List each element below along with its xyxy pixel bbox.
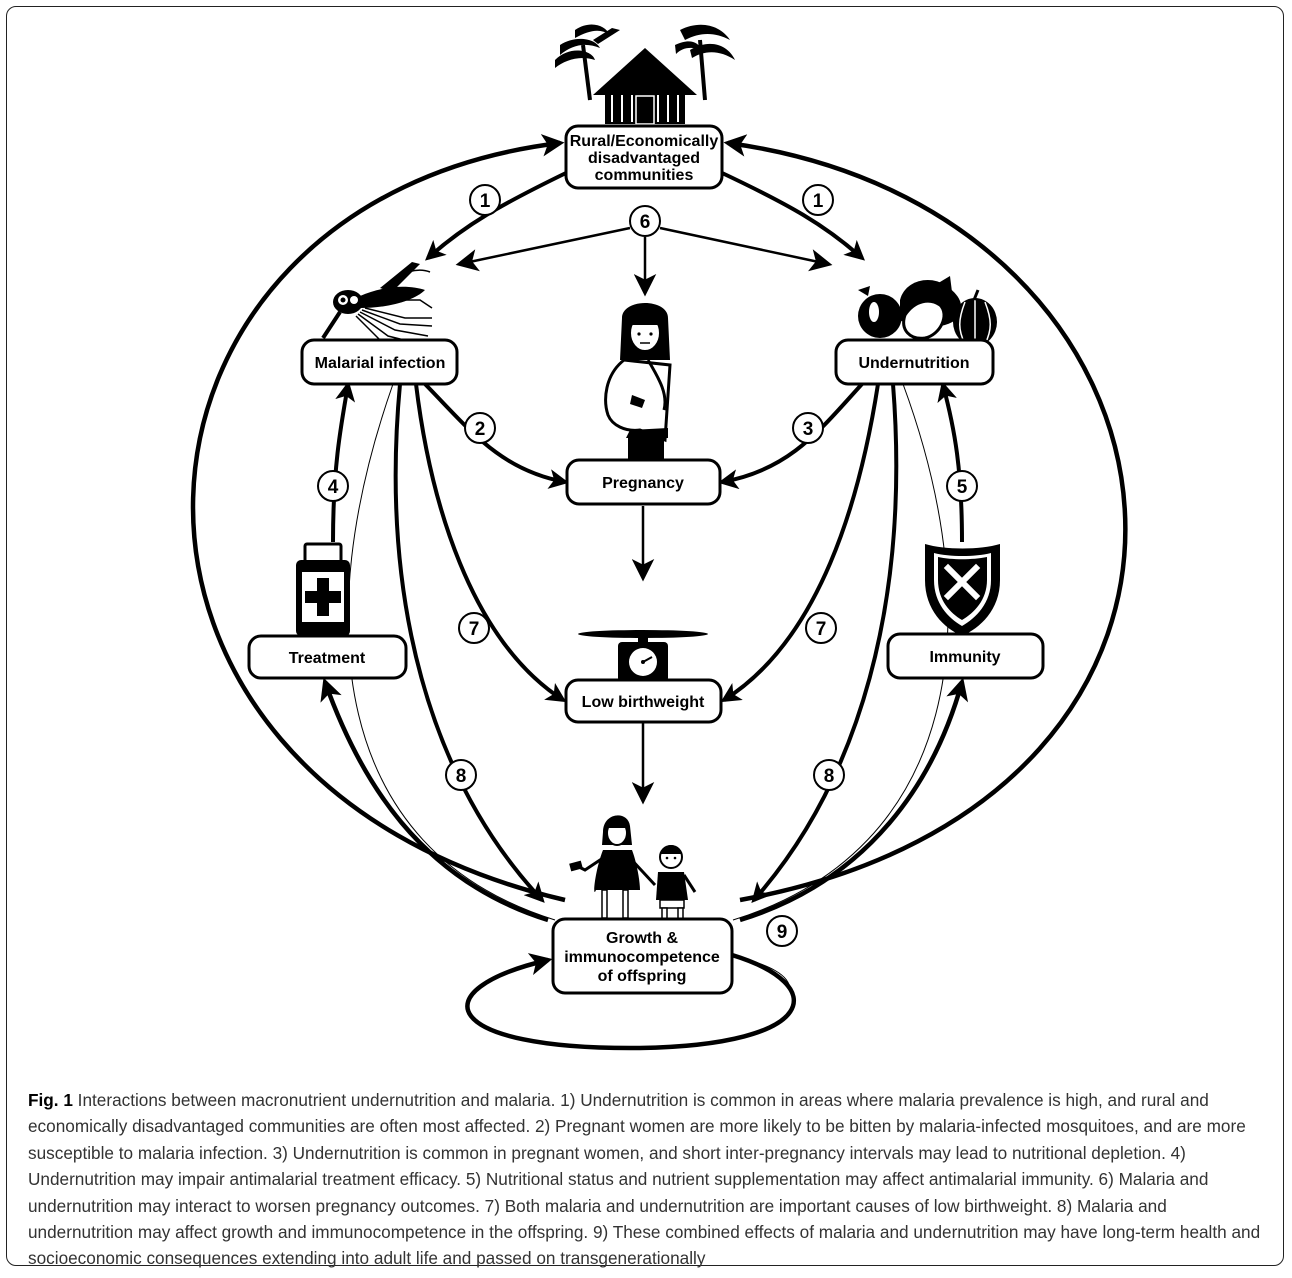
community-label-line-1: Rural/Economically: [570, 133, 719, 150]
marker-1-right: 1: [802, 184, 834, 216]
svg-text:4: 4: [328, 477, 339, 498]
offspring-label-line-2: immunocompetence: [564, 949, 720, 966]
arc-community-offspring-left: [190, 134, 566, 903]
shield-icon: [925, 544, 1000, 636]
arrow-malaria-offspring: [393, 383, 545, 903]
node-undernutrition: Undernutrition: [834, 338, 995, 386]
caption-label: Fig. 1: [28, 1090, 73, 1110]
community-label-line-3: communities: [595, 167, 694, 184]
arrow-malaria-birthweight: [414, 383, 567, 703]
birthweight-label: Low birthweight: [582, 694, 705, 711]
marker-8-right: 8: [813, 759, 845, 791]
self-loop-thin: [731, 954, 791, 991]
node-community: Rural/Economically disadvantaged communi…: [564, 124, 724, 190]
offspring-label-line-3: of offspring: [598, 968, 687, 985]
arrow-immunity-undernutrition: [937, 381, 964, 543]
arrow-community-undernutrition: [719, 170, 865, 261]
arrow-undernutrition-pregnancy: [718, 382, 864, 490]
svg-text:9: 9: [777, 922, 788, 943]
marker-7-left: 7: [458, 612, 490, 644]
arc-community-offspring-right: [723, 134, 1128, 903]
arrow-6-undernutrition: [659, 226, 833, 272]
arrow-offspring-treatment: [320, 677, 549, 923]
marker-2: 2: [464, 412, 496, 444]
marker-5: 5: [946, 470, 978, 502]
mother-child-icon: [569, 815, 697, 923]
svg-text:7: 7: [816, 619, 827, 640]
marker-9: 9: [766, 915, 798, 947]
undernutrition-label: Undernutrition: [858, 355, 969, 372]
malaria-undernutrition-diagram: Rural/Economically disadvantaged communi…: [190, 24, 1128, 1051]
node-immunity: Immunity: [886, 632, 1045, 680]
treatment-label: Treatment: [289, 650, 366, 667]
marker-7-right: 7: [805, 612, 837, 644]
svg-text:8: 8: [824, 766, 835, 787]
marker-3: 3: [792, 412, 824, 444]
svg-text:1: 1: [480, 191, 491, 212]
marker-1-left: 1: [469, 184, 501, 216]
svg-text:3: 3: [803, 419, 814, 440]
arrow-undernutrition-birthweight: [720, 383, 880, 703]
svg-text:1: 1: [813, 191, 824, 212]
node-treatment: Treatment: [247, 634, 408, 680]
arrow-malaria-pregnancy: [423, 382, 569, 489]
node-pregnancy: Pregnancy: [565, 458, 722, 506]
svg-text:2: 2: [475, 419, 486, 440]
hut-icon: [555, 24, 735, 125]
marker-4: 4: [317, 470, 349, 502]
arrow-undernutrition-offspring: [751, 383, 899, 903]
node-offspring: Growth & immunocompetence of offspring: [551, 917, 734, 995]
node-malaria: Malarial infection: [300, 338, 459, 386]
svg-text:6: 6: [640, 212, 651, 233]
marker-6: 6: [629, 205, 661, 237]
scale-icon: [578, 630, 708, 682]
svg-text:8: 8: [456, 766, 467, 787]
svg-text:7: 7: [469, 619, 480, 640]
pregnancy-label: Pregnancy: [602, 475, 684, 492]
svg-text:5: 5: [957, 477, 968, 498]
arrow-offspring-immunity: [739, 677, 969, 923]
community-label-line-2: disadvantaged: [588, 150, 700, 167]
self-loop-offspring: [465, 952, 796, 1051]
caption-text: Interactions between macronutrient under…: [28, 1090, 1261, 1269]
arrow-treatment-malaria: [331, 381, 356, 543]
food-icon: [858, 276, 997, 346]
malaria-label: Malarial infection: [315, 355, 446, 372]
marker-8-left: 8: [445, 759, 477, 791]
thin-line-undernutrition-offspring: [732, 383, 949, 921]
arrow-6-malaria: [455, 226, 631, 272]
pregnant-woman-icon: [604, 303, 672, 487]
mosquito-icon: [321, 262, 433, 351]
offspring-label-line-1: Growth &: [606, 930, 678, 947]
medicine-bottle-icon: [296, 542, 350, 636]
figure-caption: Fig. 1 Interactions between macronutrien…: [28, 1087, 1264, 1272]
node-birthweight: Low birthweight: [564, 678, 723, 724]
immunity-label: Immunity: [929, 649, 1000, 666]
thin-line-malaria-offspring: [347, 383, 556, 921]
